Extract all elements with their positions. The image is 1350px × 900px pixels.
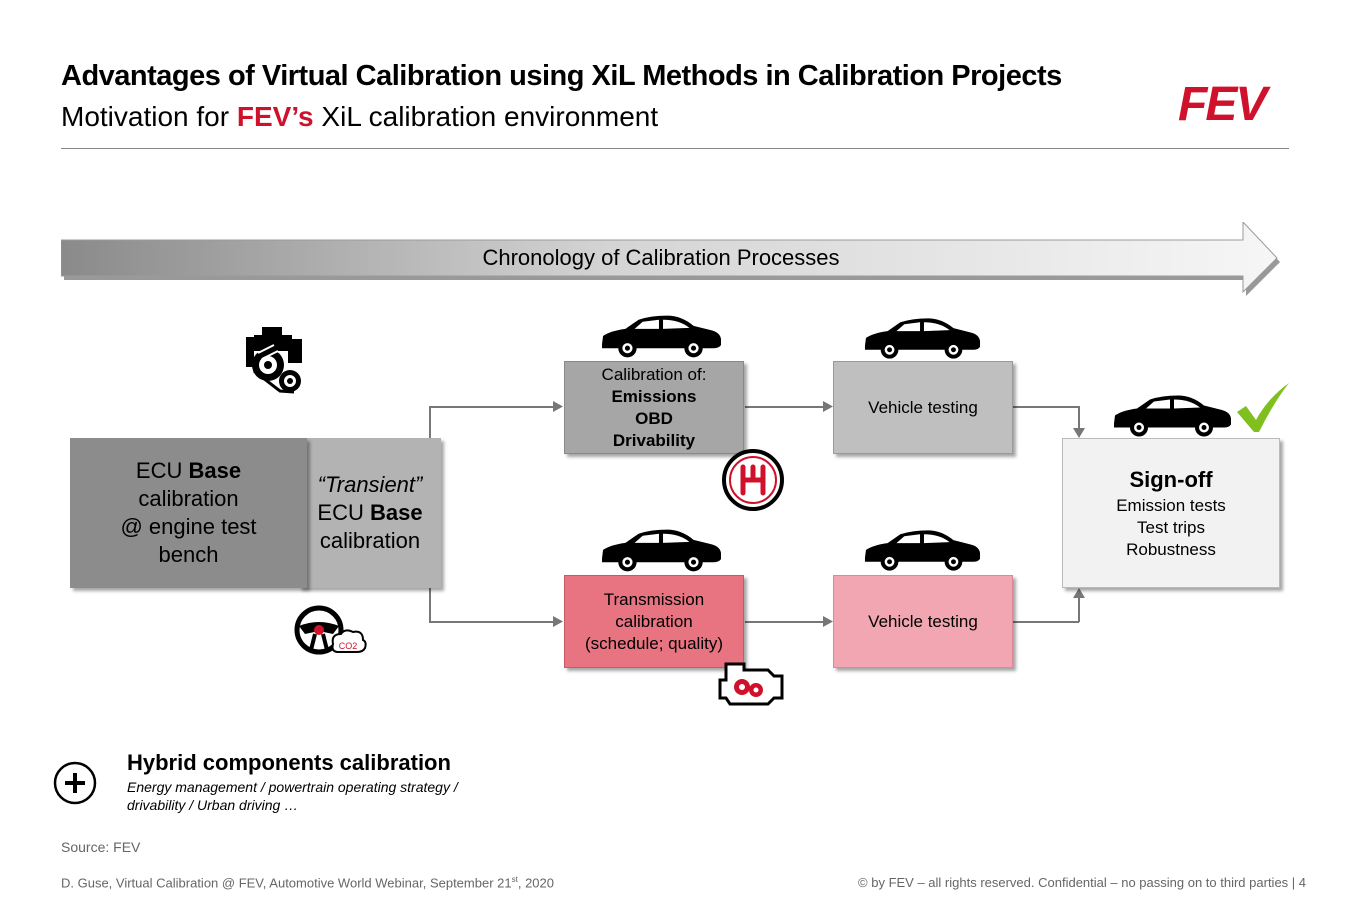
transmission-box: Transmission calibration (schedule; qual…	[564, 575, 744, 668]
transient-ecu-box: “Transient” ECU Base calibration	[299, 438, 441, 588]
signoff-box: Sign-off Emission tests Test trips Robus…	[1062, 438, 1280, 588]
car-icon	[864, 530, 981, 571]
header-divider	[61, 148, 1289, 149]
hybrid-title: Hybrid components calibration	[127, 750, 451, 775]
svg-text:FEV: FEV	[1178, 80, 1271, 126]
hybrid-description: Energy management / powertrain operating…	[127, 779, 458, 813]
connector	[1078, 406, 1080, 430]
connector	[429, 588, 431, 622]
timeline-arrow	[61, 222, 1280, 296]
steering-co2-icon: CO2	[294, 605, 367, 655]
car-icon	[602, 315, 721, 358]
source-note: Source: FEV	[61, 839, 141, 855]
car-icon	[1114, 395, 1231, 437]
brand-name: FEV’s	[236, 101, 314, 132]
connector	[1078, 592, 1080, 622]
engine-gear-icon	[718, 662, 784, 706]
transient-quote: “Transient”	[317, 472, 423, 497]
car-icon	[602, 529, 721, 572]
connector	[745, 621, 825, 623]
gearshift-icon	[722, 449, 784, 511]
ecu-base-box: ECU Base calibration @ engine test bench	[70, 438, 307, 588]
checkmark-icon	[1237, 383, 1289, 432]
connector	[429, 406, 555, 408]
slide-title: Advantages of Virtual Calibration using …	[61, 60, 1062, 92]
engine-icon	[246, 327, 302, 394]
calibration-box: Calibration of: Emissions OBD Drivabilit…	[564, 361, 744, 454]
slide-subtitle: Motivation for FEV’s XiL calibration env…	[61, 101, 659, 132]
car-icon	[864, 318, 981, 359]
fev-logo: FEV	[1178, 80, 1273, 126]
plus-icon	[53, 761, 97, 805]
vehicle-testing-bottom-box: Vehicle testing	[833, 575, 1013, 668]
connector	[745, 406, 825, 408]
timeline-label: Chronology of Calibration Processes	[482, 245, 840, 270]
connector	[429, 621, 555, 623]
vehicle-testing-top-box: Vehicle testing	[833, 361, 1013, 454]
footer-right: © by FEV – all rights reserved. Confiden…	[858, 875, 1306, 890]
connector	[1013, 406, 1079, 408]
connector	[429, 406, 431, 438]
footer-left: D. Guse, Virtual Calibration @ FEV, Auto…	[61, 875, 554, 891]
connector	[1013, 621, 1079, 623]
svg-text:CO2: CO2	[339, 641, 358, 651]
